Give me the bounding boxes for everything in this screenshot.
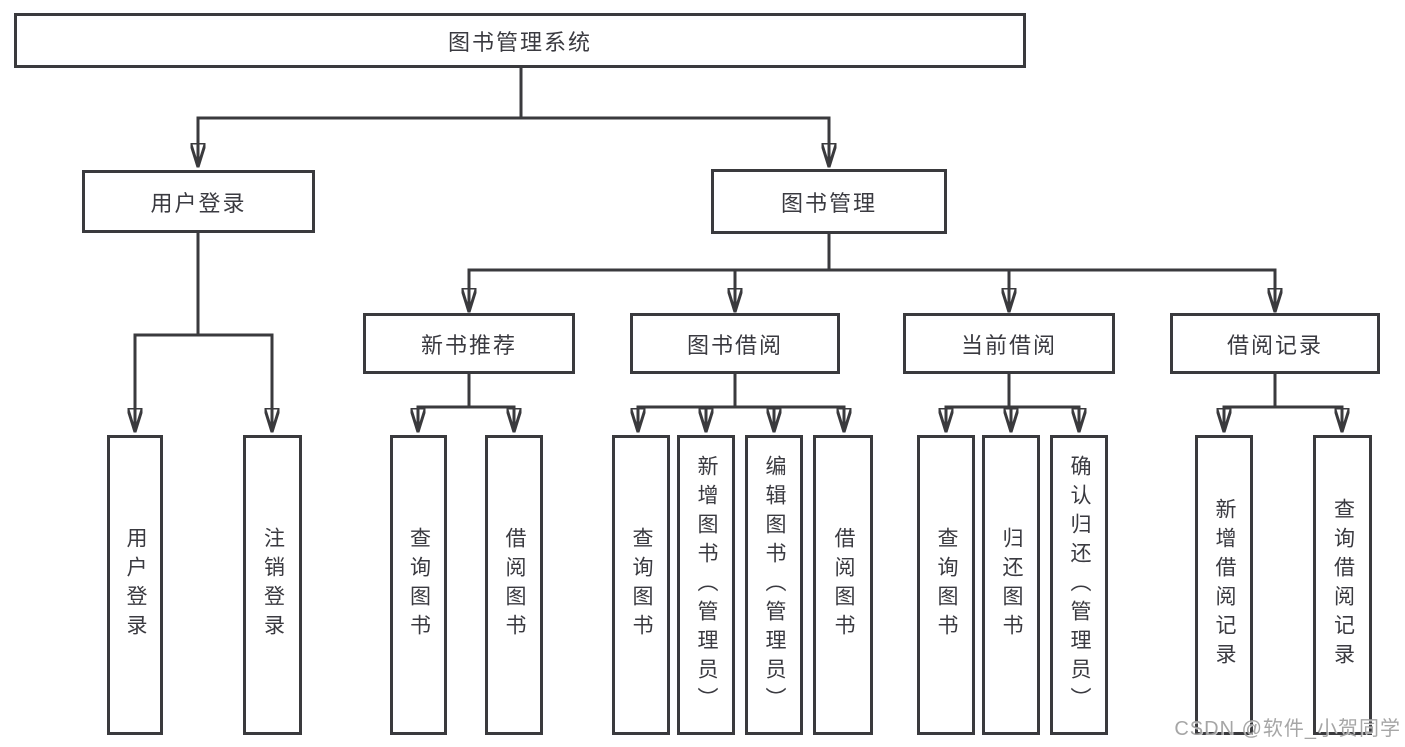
node-leaf-query-books-1: 查询图书 xyxy=(390,435,447,735)
node-new-book-recommend: 新书推荐 xyxy=(363,313,575,374)
connector-root xyxy=(198,66,829,168)
node-user-login: 用户登录 xyxy=(82,170,315,233)
connector-borrow-records xyxy=(1224,372,1342,433)
node-leaf-query-borrow-record: 查询借阅记录 xyxy=(1313,435,1372,735)
csdn-watermark: CSDN @软件_小贺同学 xyxy=(1174,718,1401,740)
node-current-borrow: 当前借阅 xyxy=(903,313,1115,374)
node-leaf-user-login: 用户登录 xyxy=(107,435,163,735)
node-leaf-confirm-return-admin: 确认归还（管理员） xyxy=(1050,435,1108,735)
node-leaf-logout: 注销登录 xyxy=(243,435,302,735)
node-leaf-query-books-3: 查询图书 xyxy=(917,435,975,735)
node-leaf-borrow-books-1: 借阅图书 xyxy=(485,435,543,735)
node-leaf-add-borrow-record: 新增借阅记录 xyxy=(1195,435,1253,735)
node-leaf-add-books-admin: 新增图书（管理员） xyxy=(677,435,735,735)
node-root-system: 图书管理系统 xyxy=(14,13,1026,68)
connector-new-books xyxy=(418,372,514,433)
connector-book-borrow xyxy=(638,372,844,433)
node-book-borrow: 图书借阅 xyxy=(630,313,840,374)
connector-book-mgmt xyxy=(469,232,1275,313)
node-book-management: 图书管理 xyxy=(711,169,947,234)
connector-user-login xyxy=(135,231,272,433)
node-borrow-records: 借阅记录 xyxy=(1170,313,1380,374)
node-leaf-query-books-2: 查询图书 xyxy=(612,435,670,735)
connector-current-borrow xyxy=(946,372,1079,433)
node-leaf-return-books: 归还图书 xyxy=(982,435,1040,735)
node-leaf-borrow-books-2: 借阅图书 xyxy=(813,435,873,735)
node-leaf-edit-books-admin: 编辑图书（管理员） xyxy=(745,435,803,735)
